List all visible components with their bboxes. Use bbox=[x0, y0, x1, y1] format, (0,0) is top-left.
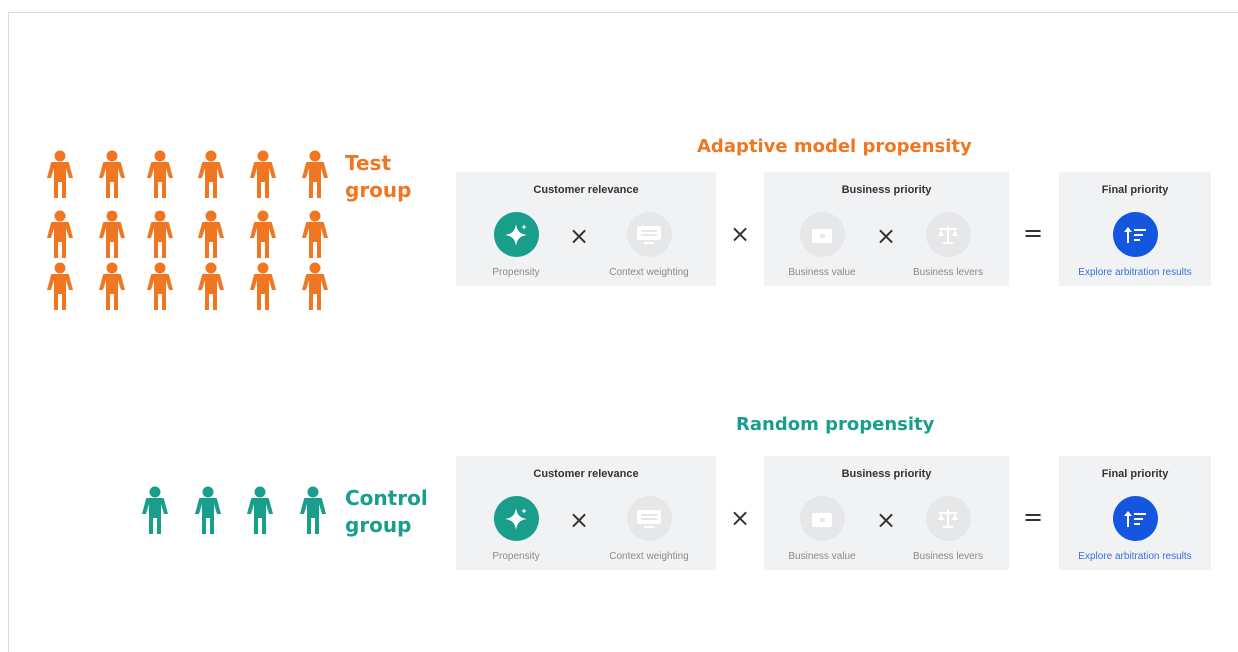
business-levers-caption: Business levers bbox=[912, 267, 984, 278]
context-weighting-item: Context weighting bbox=[599, 496, 699, 562]
person-icon bbox=[140, 486, 170, 536]
person-icon bbox=[248, 150, 278, 200]
control-business-priority-panel: Business priority Business value × Busin… bbox=[764, 456, 1009, 570]
multiply-operator: × bbox=[569, 222, 590, 250]
wallet-icon bbox=[799, 496, 845, 541]
sort-priority-icon bbox=[1112, 212, 1158, 257]
panel-title: Final priority bbox=[1101, 184, 1169, 196]
slide-frame bbox=[8, 12, 1238, 652]
equals-operator: = bbox=[1023, 219, 1044, 247]
business-levers-item: Business levers bbox=[898, 496, 998, 562]
control-customer-relevance-panel: Customer relevance Propensity × Context … bbox=[456, 456, 716, 570]
person-icon bbox=[248, 262, 278, 312]
test-group-label-line2: group bbox=[345, 178, 412, 202]
person-icon bbox=[300, 150, 330, 200]
person-icon bbox=[145, 262, 175, 312]
sort-priority-icon bbox=[1112, 496, 1158, 541]
scale-icon bbox=[925, 496, 971, 541]
control-group-label: Control group bbox=[345, 485, 428, 539]
person-icon bbox=[248, 210, 278, 260]
multiply-operator: × bbox=[876, 506, 897, 534]
test-customer-relevance-panel: Customer relevance Propensity × Context … bbox=[456, 172, 716, 286]
person-icon bbox=[300, 262, 330, 312]
test-business-priority-panel: Business priority Business value × Busin… bbox=[764, 172, 1009, 286]
multiply-operator: × bbox=[876, 222, 897, 250]
wallet-icon bbox=[799, 212, 845, 257]
person-icon bbox=[245, 486, 275, 536]
sparkle-icon bbox=[493, 212, 539, 257]
control-section-title: Random propensity bbox=[736, 414, 935, 435]
person-icon bbox=[196, 150, 226, 200]
control-final-priority-panel: Final priority Explore arbitration resul… bbox=[1059, 456, 1211, 570]
test-section-title: Adaptive model propensity bbox=[697, 136, 972, 157]
person-icon bbox=[45, 150, 75, 200]
person-icon bbox=[145, 210, 175, 260]
business-levers-caption: Business levers bbox=[912, 551, 984, 562]
business-value-item: Business value bbox=[772, 496, 872, 562]
screen-icon bbox=[626, 212, 672, 257]
propensity-item: Propensity bbox=[466, 212, 566, 278]
final-priority-item: Explore arbitration results bbox=[1059, 496, 1211, 562]
explore-arbitration-link[interactable]: Explore arbitration results bbox=[1078, 267, 1192, 278]
person-icon bbox=[97, 262, 127, 312]
propensity-item: Propensity bbox=[466, 496, 566, 562]
equals-operator: = bbox=[1023, 503, 1044, 531]
test-group-label-line1: Test bbox=[345, 151, 392, 175]
business-levers-item: Business levers bbox=[898, 212, 998, 278]
control-group-label-line2: group bbox=[345, 513, 412, 537]
explore-arbitration-link[interactable]: Explore arbitration results bbox=[1078, 551, 1192, 562]
final-priority-item: Explore arbitration results bbox=[1059, 212, 1211, 278]
person-icon bbox=[97, 210, 127, 260]
person-icon bbox=[193, 486, 223, 536]
panel-title: Customer relevance bbox=[533, 468, 639, 480]
control-group-label-line1: Control bbox=[345, 486, 428, 510]
person-icon bbox=[97, 150, 127, 200]
person-icon bbox=[145, 150, 175, 200]
propensity-caption: Propensity bbox=[492, 551, 540, 562]
person-icon bbox=[45, 210, 75, 260]
panel-title: Final priority bbox=[1101, 468, 1169, 480]
context-weighting-caption: Context weighting bbox=[609, 267, 689, 278]
panel-title: Customer relevance bbox=[533, 184, 639, 196]
context-weighting-item: Context weighting bbox=[599, 212, 699, 278]
screen-icon bbox=[626, 496, 672, 541]
panel-title: Business priority bbox=[841, 184, 932, 196]
context-weighting-caption: Context weighting bbox=[609, 551, 689, 562]
multiply-operator: × bbox=[730, 220, 751, 248]
person-icon bbox=[196, 210, 226, 260]
business-value-item: Business value bbox=[772, 212, 872, 278]
sparkle-icon bbox=[493, 496, 539, 541]
business-value-caption: Business value bbox=[788, 267, 856, 278]
propensity-caption: Propensity bbox=[492, 267, 540, 278]
person-icon bbox=[196, 262, 226, 312]
person-icon bbox=[300, 210, 330, 260]
test-final-priority-panel: Final priority Explore arbitration resul… bbox=[1059, 172, 1211, 286]
business-value-caption: Business value bbox=[788, 551, 856, 562]
multiply-operator: × bbox=[569, 506, 590, 534]
multiply-operator: × bbox=[730, 504, 751, 532]
test-group-label: Test group bbox=[345, 150, 411, 204]
person-icon bbox=[298, 486, 328, 536]
panel-title: Business priority bbox=[841, 468, 932, 480]
scale-icon bbox=[925, 212, 971, 257]
person-icon bbox=[45, 262, 75, 312]
